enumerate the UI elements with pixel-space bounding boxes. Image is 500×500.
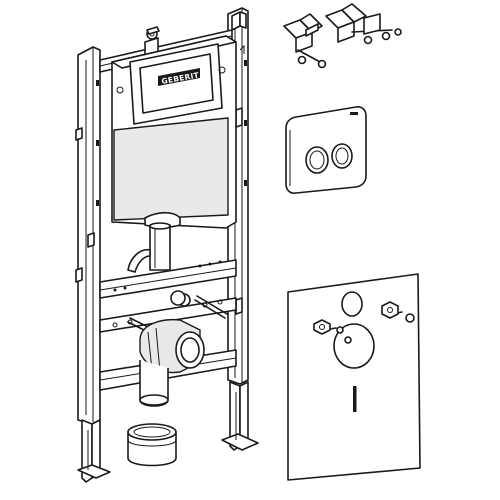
panel-cutout-bowl — [333, 323, 375, 369]
right-foot — [221, 381, 259, 451]
panel-cutout-top — [341, 291, 363, 317]
flush-plate — [285, 106, 367, 194]
waste-elbow — [139, 318, 205, 407]
flush-button-large — [305, 146, 329, 174]
panel-cutout-slot — [353, 386, 357, 412]
wall-bracket-right — [325, 3, 402, 45]
connector-sleeve — [127, 423, 177, 467]
flush-pipe — [127, 211, 181, 273]
left-upright-post — [75, 46, 101, 425]
upright-top-cap — [231, 11, 247, 31]
wall-bracket-left — [283, 13, 327, 69]
flush-button-small — [331, 143, 353, 169]
cistern: GEBERIT — [111, 35, 245, 229]
panel-bolt-right — [344, 301, 415, 344]
panel-bolt-left — [313, 319, 344, 335]
insulation-panel — [287, 273, 421, 481]
left-foot — [77, 419, 111, 483]
